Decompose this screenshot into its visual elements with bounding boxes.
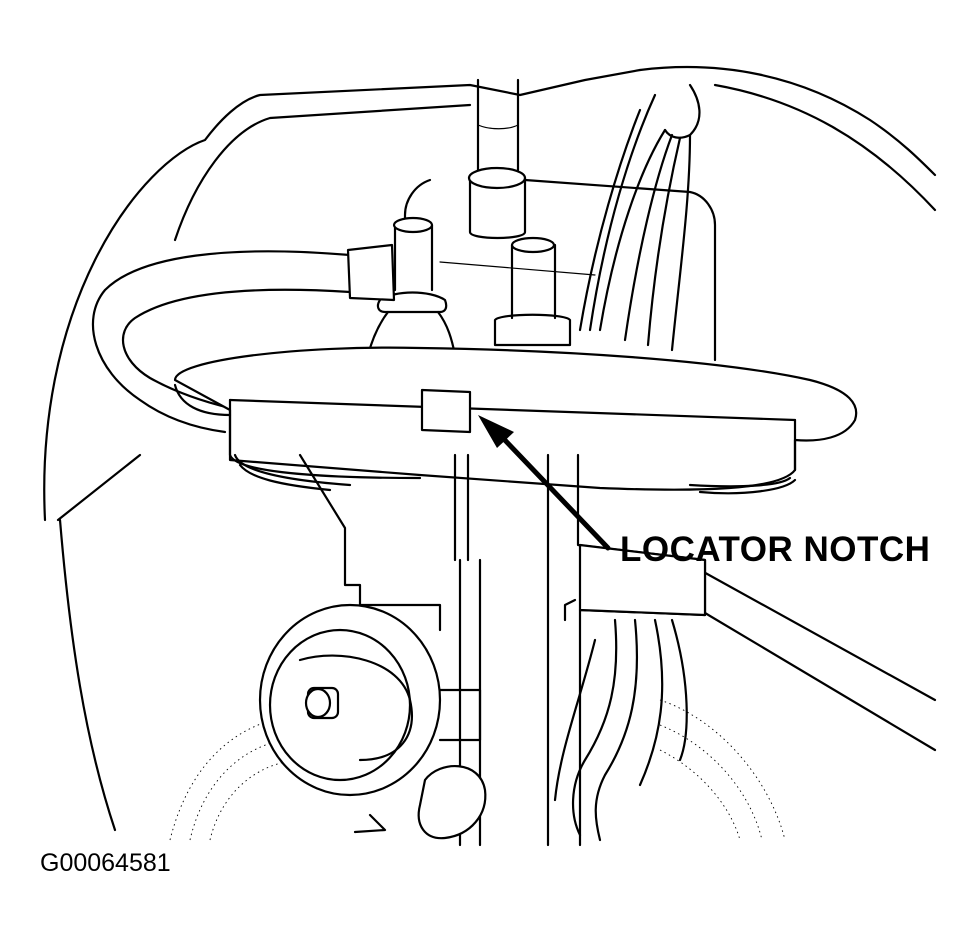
module-flange	[173, 346, 858, 495]
fuel-tank-outline	[43, 65, 937, 832]
fuel-line-top	[467, 78, 527, 240]
vent-hose	[91, 243, 396, 434]
module-head	[403, 178, 717, 362]
locator-notch-label: LOCATOR NOTCH	[620, 530, 931, 569]
wire-harness	[553, 83, 701, 842]
arrow-pointer-icon	[478, 415, 611, 551]
figure-id: G00064581	[40, 849, 171, 877]
top-fittings	[366, 216, 572, 357]
fuel-level-sender	[258, 603, 487, 840]
